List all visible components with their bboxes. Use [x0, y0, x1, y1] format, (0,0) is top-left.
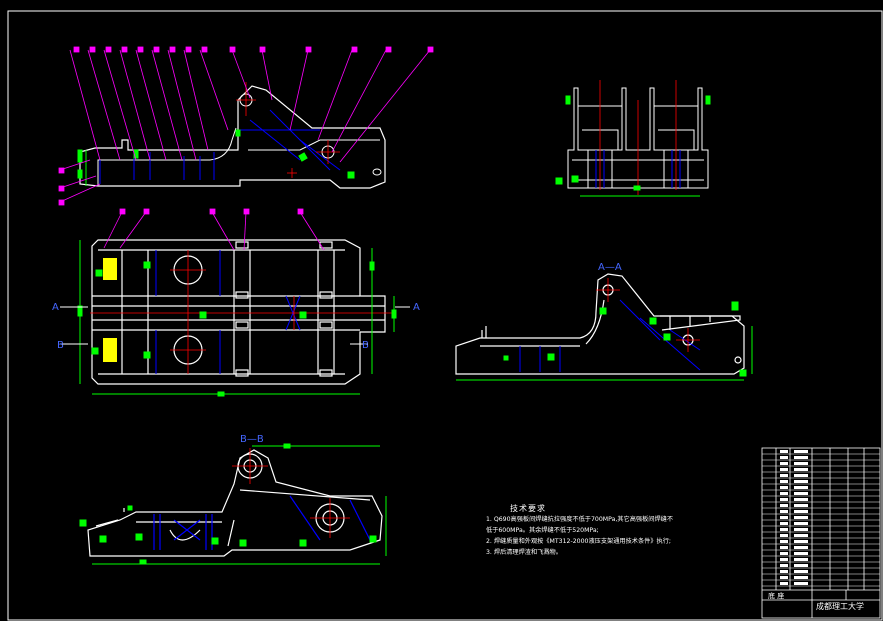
title-block-mark: [794, 498, 808, 501]
title-block-mark: [794, 456, 808, 459]
title-block-mark: [794, 480, 808, 483]
tech-requirements: 技术要求 1. Q690高强板间焊缝抗拉强度不低于700MPa,其它高强板间焊缝…: [486, 503, 706, 558]
title-block: [761, 447, 881, 619]
title-block-text-marks: [780, 450, 808, 585]
front-outline: [79, 85, 386, 189]
title-block-mark: [780, 504, 788, 507]
title-block-mark: [780, 456, 788, 459]
title-block-mark: [794, 468, 808, 471]
section-bb-label: B—B: [240, 434, 264, 445]
title-block-mark: [780, 522, 788, 525]
tech-line-2: 低于600MPa。其余焊缝不低于520MPa;: [486, 527, 599, 534]
front-inner-line: [97, 127, 237, 186]
title-block-mark: [794, 570, 808, 573]
cut-label-a-right: A: [413, 302, 420, 313]
title-block-mark: [794, 576, 808, 579]
front-leader-lines: [58, 46, 434, 206]
title-block-mark: [794, 528, 808, 531]
title-block-mark: [794, 510, 808, 513]
section-bb-view: [79, 443, 387, 565]
title-block-mark: [780, 480, 788, 483]
title-block-mark: [780, 510, 788, 513]
title-block-mark: [780, 486, 788, 489]
title-block-mark: [780, 558, 788, 561]
drawing-border: [7, 10, 883, 621]
plan-view: [60, 208, 410, 397]
title-block-mark: [794, 540, 808, 543]
title-block-mark: [794, 462, 808, 465]
title-block-mark: [780, 474, 788, 477]
front-hidden-lines: [99, 109, 341, 184]
title-block-mark: [794, 492, 808, 495]
title-block-mark: [780, 546, 788, 549]
title-block-mark: [794, 534, 808, 537]
plan-fill-2: [103, 338, 117, 362]
title-block-mark: [780, 450, 788, 453]
cut-label-b-right: B: [362, 340, 369, 351]
title-block-mark: [780, 534, 788, 537]
front-elevation-view: [58, 46, 434, 206]
title-block-mark: [780, 552, 788, 555]
title-block-mark: [794, 450, 808, 453]
cut-label-a-left: A: [52, 302, 59, 313]
tech-line-3: 2. 焊缝质量和外观按《MT312-2000液压支架通用技术条件》执行;: [486, 538, 671, 545]
title-block-mark: [794, 486, 808, 489]
title-block-mark: [780, 468, 788, 471]
title-block-mark: [794, 564, 808, 567]
front-hole-3: [372, 168, 382, 176]
title-block-school: 成都理工大学: [816, 601, 864, 611]
title-block-mark: [780, 540, 788, 543]
title-block-mark: [780, 570, 788, 573]
title-block-mark: [780, 576, 788, 579]
title-block-rows: [762, 453, 880, 587]
tech-line-1: 1. Q690高强板间焊缝抗拉强度不低于700MPa,其它高强板间焊缝不: [486, 516, 674, 523]
title-block-mark: [780, 564, 788, 567]
side-view: [555, 80, 711, 197]
tech-line-4: 3. 焊后清理焊渣和飞溅物。: [486, 549, 562, 556]
title-block-mark: [794, 474, 808, 477]
tech-requirements-title: 技术要求: [510, 504, 546, 513]
title-block-mark: [794, 558, 808, 561]
title-block-mark: [794, 546, 808, 549]
title-block-mark: [794, 504, 808, 507]
front-inner-line-2: [248, 139, 380, 151]
title-block-mark: [780, 516, 788, 519]
title-block-label-left: 底 座: [768, 591, 784, 600]
title-block-mark: [780, 492, 788, 495]
title-block-mark: [794, 516, 808, 519]
title-block-mark: [780, 582, 788, 585]
title-block-mark: [780, 462, 788, 465]
cut-label-b-left: B: [57, 340, 64, 351]
section-aa-view: [455, 273, 753, 381]
front-dimensions: [77, 129, 355, 186]
title-block-mark: [780, 528, 788, 531]
title-block-mark: [794, 552, 808, 555]
title-block-mark: [794, 582, 808, 585]
plan-fill-1: [103, 258, 117, 280]
section-aa-label: A—A: [598, 262, 622, 273]
title-block-mark: [794, 522, 808, 525]
title-block-mark: [780, 498, 788, 501]
